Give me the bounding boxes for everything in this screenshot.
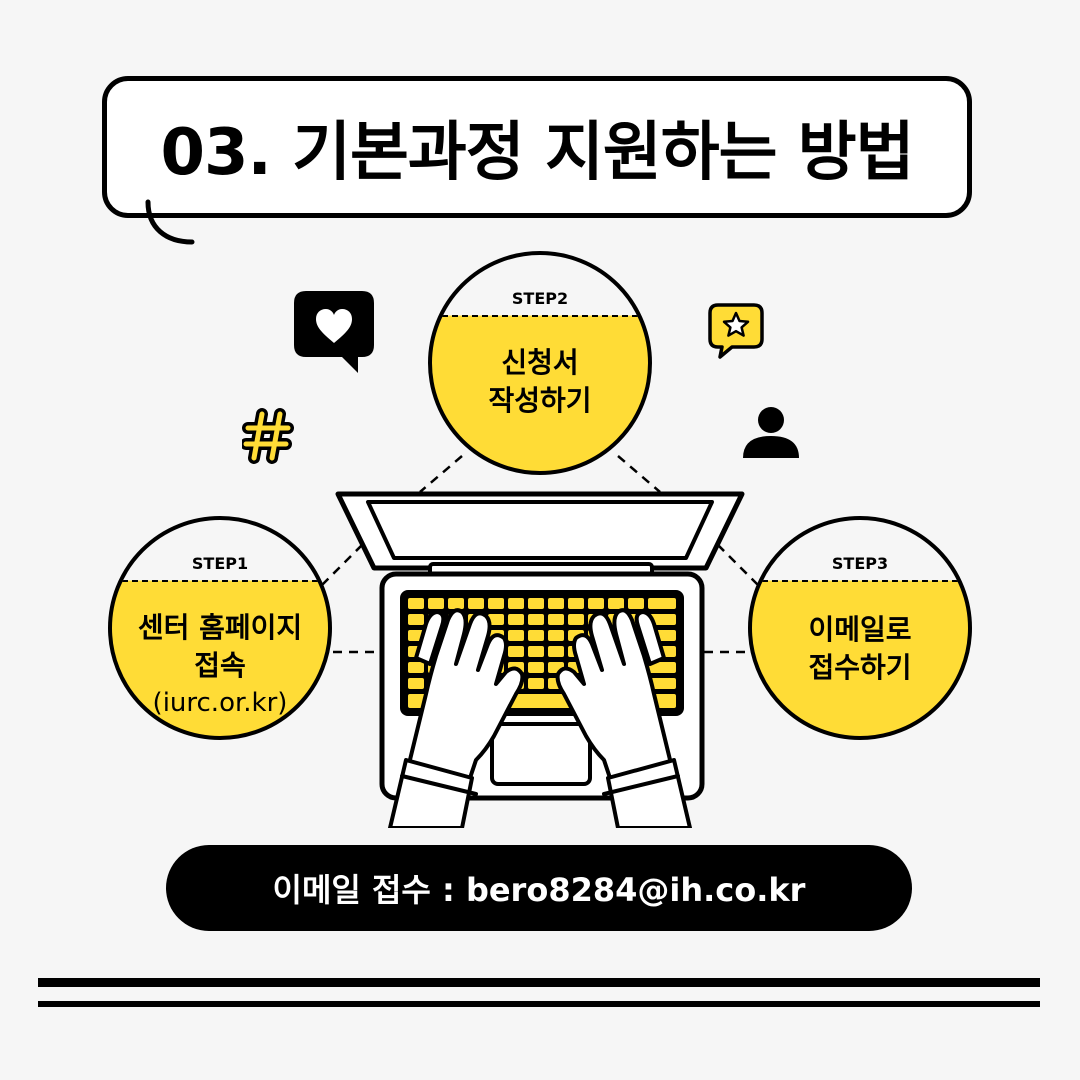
page-title: 03. 기본과정 지원하는 방법 bbox=[160, 116, 914, 190]
step3-line1: 이메일로 bbox=[808, 613, 912, 646]
step2-line1: 신청서 bbox=[501, 346, 579, 379]
user-icon bbox=[743, 407, 799, 458]
divider-thin bbox=[38, 1001, 1040, 1007]
title-bubble: 03. 기본과정 지원하는 방법 bbox=[102, 76, 972, 218]
step3-line2: 접수하기 bbox=[808, 651, 912, 684]
hashtag-icon bbox=[242, 408, 294, 464]
step1-line1: 센터 홈페이지 bbox=[137, 611, 303, 644]
star-chat-icon bbox=[708, 303, 764, 359]
step1-circle: STEP1 센터 홈페이지 접속 (iurc.or.kr) bbox=[108, 516, 332, 740]
divider-thick bbox=[38, 978, 1040, 987]
email-text: 이메일 접수 : bero8284@ih.co.kr bbox=[272, 871, 806, 909]
step3-label: STEP3 bbox=[831, 554, 889, 573]
step2-label: STEP2 bbox=[511, 289, 569, 308]
step1-line2: 접속 bbox=[194, 649, 246, 682]
step1-label: STEP1 bbox=[191, 554, 249, 573]
bubble-tail bbox=[145, 199, 195, 245]
heart-chat-icon bbox=[294, 291, 374, 373]
step2-circle: STEP2 신청서 작성하기 bbox=[428, 251, 652, 475]
email-banner: 이메일 접수 : bero8284@ih.co.kr bbox=[166, 845, 912, 931]
step2-line2: 작성하기 bbox=[488, 384, 592, 417]
laptop-typing-illustration bbox=[335, 491, 745, 828]
step1-url: (iurc.or.kr) bbox=[152, 688, 288, 718]
step3-circle: STEP3 이메일로 접수하기 bbox=[748, 516, 972, 740]
